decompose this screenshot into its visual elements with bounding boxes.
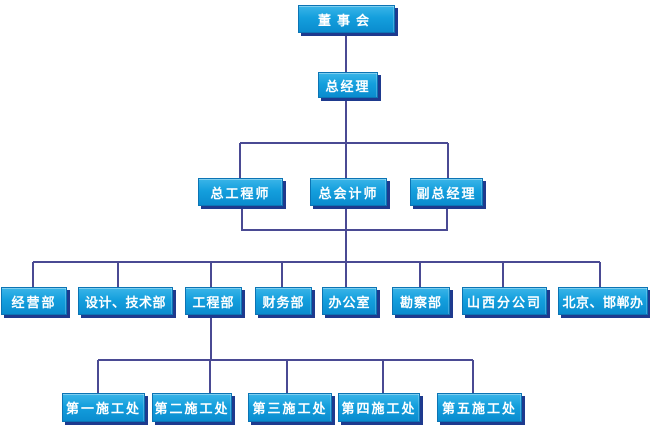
- node-finance-dept: 财务部: [255, 287, 312, 315]
- node-design-tech-dept: 设计、技术部: [78, 287, 173, 315]
- node-general-office: 办公室: [322, 287, 377, 315]
- node-engineering-dept: 工程部: [185, 287, 242, 315]
- node-construction-office-3: 第三施工处: [248, 393, 332, 422]
- node-business-dept: 经营部: [1, 287, 67, 315]
- node-survey-dept: 勘察部: [392, 287, 450, 315]
- node-deputy-general-manager: 副总经理: [410, 178, 483, 206]
- node-construction-office-1: 第一施工处: [62, 393, 145, 422]
- node-shanxi-branch: 山西分公司: [462, 287, 547, 315]
- node-construction-office-2: 第二施工处: [152, 393, 232, 422]
- node-chief-engineer: 总工程师: [198, 178, 283, 206]
- node-board-of-directors: 董事会: [298, 5, 395, 33]
- node-chief-accountant: 总会计师: [310, 178, 387, 206]
- node-construction-office-5: 第五施工处: [437, 393, 522, 422]
- node-general-manager: 总经理: [318, 72, 378, 98]
- node-construction-office-4: 第四施工处: [338, 393, 420, 422]
- node-beijing-handan-office: 北京、邯郸办: [558, 287, 648, 315]
